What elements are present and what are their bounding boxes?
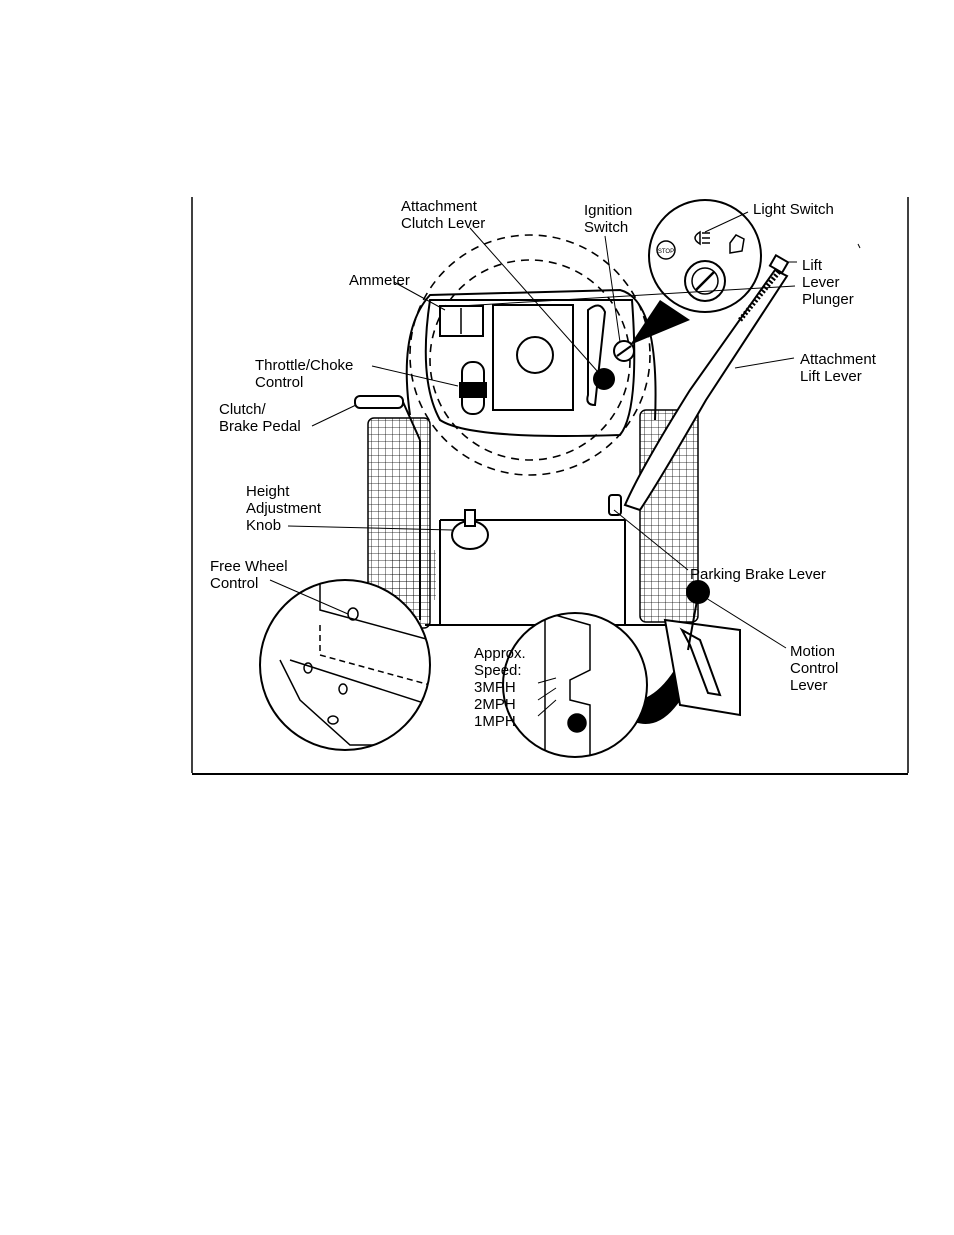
label-clutch-brake-pedal: Clutch/Brake Pedal	[219, 401, 301, 435]
speck	[858, 244, 860, 248]
svg-text:STOP: STOP	[658, 249, 674, 255]
label-light-switch: Light Switch	[753, 201, 834, 218]
bottom-rule	[192, 773, 908, 775]
stop-icon: STOP	[657, 241, 675, 259]
parking-brake-lever	[609, 495, 621, 515]
label-parking-brake-lever: Parking Brake Lever	[690, 566, 826, 583]
height-adjustment-knob	[452, 510, 488, 549]
throttle-choke-lever	[459, 362, 487, 414]
free-wheel-zoom	[260, 580, 430, 750]
attachment-clutch-knob	[593, 368, 615, 390]
label-ammeter: Ammeter	[349, 272, 410, 289]
ammeter-gauge	[440, 306, 483, 336]
dash-panel	[493, 305, 605, 410]
